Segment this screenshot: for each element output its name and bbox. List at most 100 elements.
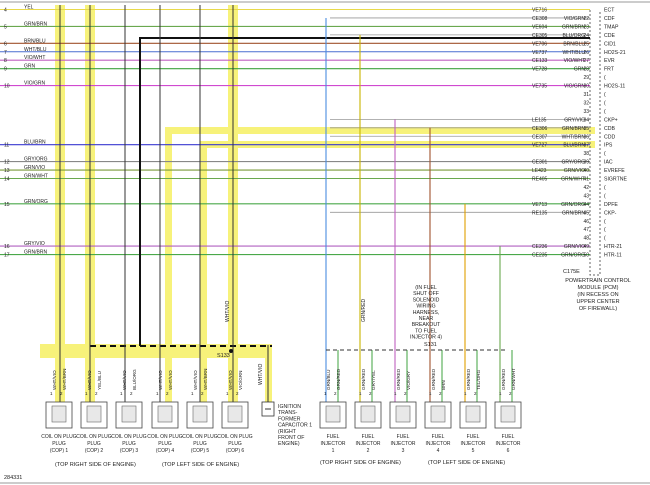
injector-title: FUEL: [502, 434, 515, 440]
pin-circuit-37: VE727: [532, 143, 547, 149]
pin-number-23: 23: [583, 24, 589, 30]
coil-sub: (COP) 6: [226, 448, 245, 454]
pin-color-34: GRY/VIO: [564, 117, 585, 123]
coil-pin-1: 1: [85, 391, 88, 396]
pin-number-33: 33: [583, 109, 589, 115]
harness-note-line-7: BREAKOUT: [412, 322, 441, 328]
coil-left-group-label: (TOP LEFT SIDE OF ENGINE): [162, 462, 239, 468]
pin-number-24: 24: [583, 33, 589, 39]
pin-color-23: GRN/BRN: [562, 24, 585, 30]
injector-title: FUEL: [467, 434, 480, 440]
coil-connector-6: [227, 405, 243, 423]
pin-color-49: GRN/VIO: [564, 244, 585, 250]
coil-title-2: PLUG: [122, 441, 136, 447]
injector-connector-5: [465, 405, 481, 423]
harness-note-line-1: (IN FUEL: [415, 285, 437, 291]
row-label-7: WHT/BLU: [24, 47, 47, 53]
injector-pin-2: 2: [334, 391, 337, 396]
capacitor-label-line-3: FORMER: [278, 416, 301, 422]
inj-right-group-label: (TOP RIGHT SIDE OF ENGINE): [320, 460, 401, 466]
capacitor-label-line-4: CAPACITOR 1: [278, 423, 312, 429]
pcm-label-line-3: (IN RECESS ON: [577, 292, 618, 298]
inj-feed-wire-label: GRN/RED: [361, 299, 367, 322]
injector-sub: INJECTOR: [356, 441, 381, 447]
coil-title: COIL ON PLUG: [76, 434, 111, 440]
pin-signal-24: CDE: [604, 33, 615, 39]
injector-title: FUEL: [397, 434, 410, 440]
injector-wire1-label: GRN/RED: [501, 368, 506, 390]
pin-color-41: GRN/WHT: [561, 177, 585, 183]
injector-title: FUEL: [432, 434, 445, 440]
coil-wire1-label: WHT/VIO: [228, 370, 233, 390]
injector-number: 1: [332, 448, 335, 454]
pin-number-48: 48: [583, 236, 589, 242]
pin-signal-30: HO2S-11: [604, 84, 625, 90]
coil-right-group-label: (TOP RIGHT SIDE OF ENGINE): [55, 462, 136, 468]
injector-wire1-label: GRN/RED: [431, 368, 436, 390]
row-number-9: 9: [4, 67, 7, 73]
row-label-12: GRY/ORG: [24, 157, 48, 163]
harness-note-line-4: WIRING: [416, 304, 435, 310]
pin-color-24: BLU/ORG: [562, 33, 585, 39]
coil-pin-2: 2: [236, 391, 239, 396]
harness-note-line-2: SHUT OFF: [413, 291, 439, 297]
inj-left-group-label: (TOP LEFT SIDE OF ENGINE): [428, 460, 505, 466]
coil-title: COIL ON PLUG: [182, 434, 217, 440]
pin-signal-32: (: [604, 100, 606, 106]
pin-color-26: WHT/BLU: [563, 50, 586, 56]
row-number-5: 5: [4, 24, 7, 30]
splices: S133 S131 WHT/VIO GRN/RED: [217, 299, 505, 359]
pin-signal-38: (: [604, 151, 606, 157]
injector-pin-1: 1: [429, 391, 432, 396]
row-number-11: 11: [4, 143, 9, 149]
coil-connector-4: [157, 405, 173, 423]
coil-title: COIL ON PLUG: [147, 434, 182, 440]
row-label-15: GRN/ORG: [24, 199, 48, 205]
pin-circuit-top: VE716: [532, 8, 547, 14]
coil-connector-1: [51, 405, 67, 423]
row-number-17: 17: [4, 253, 10, 259]
row-number-8: 8: [4, 58, 7, 64]
injector-sub: INJECTOR: [461, 441, 486, 447]
coil-title: COIL ON PLUG: [217, 434, 252, 440]
coil-wire1-label: WHT/VIO: [193, 370, 198, 390]
pcm-label-line-2: MODULE (PCM): [578, 285, 619, 291]
pin-number-38: 38: [583, 151, 589, 157]
row-number-16: 16: [4, 244, 10, 250]
pin-circuit-41: RE405: [532, 177, 548, 183]
pin-circuit-28: VE728: [532, 67, 547, 73]
injector-number: 5: [472, 448, 475, 454]
pin-color-45: GRN/BRN: [562, 210, 585, 216]
injector-connector-4: [430, 405, 446, 423]
coil-connector-5: [192, 405, 208, 423]
pin-number-40: 40: [583, 168, 589, 174]
pin-circuit-22: CE308: [532, 16, 548, 22]
injector-pin-2: 2: [439, 391, 442, 396]
capacitor-label-line-2: TRANS-: [278, 410, 298, 416]
pin-color-39: GRY/ORG: [561, 160, 585, 166]
pin-number-32: 32: [583, 100, 589, 106]
injector-pin-1: 1: [394, 391, 397, 396]
black-loop: [90, 37, 590, 347]
pin-signal-46: (: [604, 219, 606, 225]
pin-number-41: 41: [583, 177, 589, 183]
injector-wire1-label: GRN/BLU: [326, 370, 331, 390]
row-number-7: 7: [4, 50, 7, 56]
pin-number-49: 49: [583, 244, 589, 250]
injector-pin-1: 1: [464, 391, 467, 396]
coil-sub: (COP) 5: [191, 448, 210, 454]
pin-signal-48: (: [604, 236, 606, 242]
coil-wire1-label: WHT/VIO: [87, 370, 92, 390]
injector-wire1-label: GRN/RED: [361, 368, 366, 390]
row-label-16: GRY/VIO: [24, 241, 45, 247]
pin-circuit-45: RE135: [532, 210, 548, 216]
coil-title-2: PLUG: [158, 441, 172, 447]
row-number-14: 14: [4, 177, 10, 183]
row-lines: [0, 8, 590, 256]
coil-sub: (COP) 2: [85, 448, 104, 454]
pin-signal-42: (: [604, 185, 606, 191]
row-label-14: GRN/WHT: [24, 174, 48, 180]
